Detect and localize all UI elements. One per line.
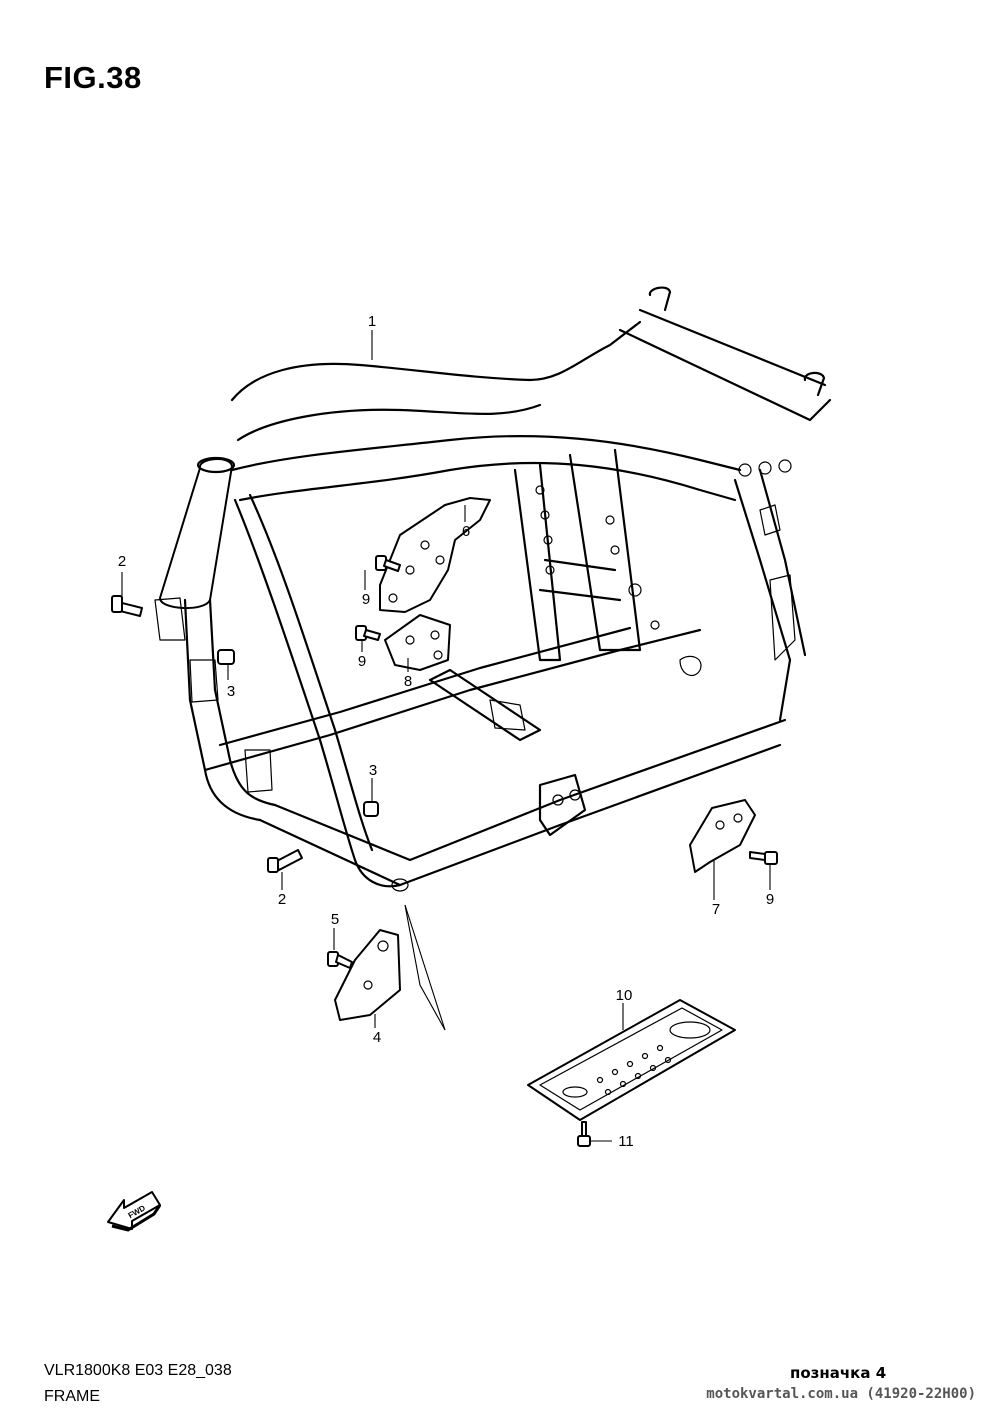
model-code: VLR1800K8 E03 E28_038 bbox=[44, 1362, 232, 1379]
bolt-9-right bbox=[749, 851, 778, 865]
callout-9-upper: 9 bbox=[362, 591, 370, 608]
bolt-2-lower bbox=[267, 849, 303, 873]
leader-lines bbox=[121, 330, 771, 1142]
bolt-5 bbox=[327, 951, 353, 969]
bolt-11 bbox=[577, 1121, 591, 1147]
callout-9-right: 9 bbox=[766, 891, 774, 908]
fwd-arrow-icon: FWD bbox=[107, 1191, 162, 1232]
callout-8: 8 bbox=[404, 673, 412, 690]
section-name: FRAME bbox=[44, 1388, 100, 1405]
bracket-part-7 bbox=[689, 799, 756, 873]
steering-head-top bbox=[196, 456, 236, 474]
callout-4: 4 bbox=[373, 1029, 381, 1046]
callout-7: 7 bbox=[712, 901, 720, 918]
callout-2-upper: 2 bbox=[118, 553, 126, 570]
nut-3-upper bbox=[217, 649, 235, 665]
bracket-part-8 bbox=[384, 614, 451, 671]
bolt-9-middle bbox=[355, 625, 381, 641]
figure-title: FIG.38 bbox=[44, 60, 142, 95]
site-reference: motokvartal.com.ua (41920-22H00) bbox=[706, 1386, 976, 1402]
bracket-part-6 bbox=[379, 497, 491, 613]
callout-2-lower: 2 bbox=[278, 891, 286, 908]
callout-10: 10 bbox=[616, 987, 633, 1004]
callout-6: 6 bbox=[462, 523, 470, 540]
bracket-part-4 bbox=[334, 904, 446, 1031]
nut-3-lower bbox=[363, 801, 379, 817]
bolt-2-upper bbox=[111, 595, 143, 617]
bolt-9-upper bbox=[375, 555, 401, 572]
callout-3-upper: 3 bbox=[227, 683, 235, 700]
mark-label: позначка 4 bbox=[790, 1364, 887, 1382]
callout-3-lower: 3 bbox=[369, 762, 377, 779]
main-frame bbox=[154, 286, 832, 892]
callout-11: 11 bbox=[618, 1133, 634, 1150]
skid-plate-holes bbox=[596, 1044, 672, 1096]
callout-9-middle: 9 bbox=[358, 653, 366, 670]
skid-plate-part-10 bbox=[527, 999, 736, 1121]
callout-5: 5 bbox=[331, 911, 339, 928]
callout-1: 1 bbox=[368, 313, 376, 330]
